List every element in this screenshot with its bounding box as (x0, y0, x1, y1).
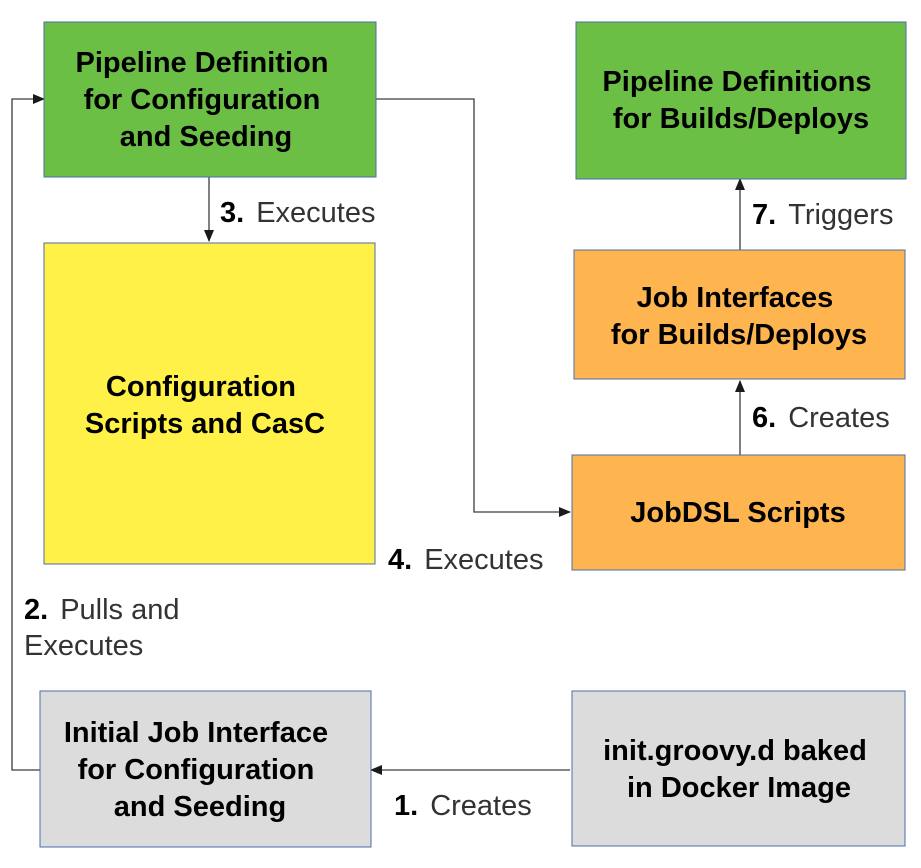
edge-label-6: 6. Creates (752, 402, 890, 434)
edge-label-2-num: 2. (24, 594, 48, 626)
node-initial-job: Initial Job Interface for Configuration … (39, 690, 372, 848)
edge-label-6-text: Creates (788, 402, 890, 434)
node-pipeline-builds-line-1: Pipeline Definitions (602, 66, 871, 98)
node-pipeline-builds-line-2: for Builds/Deploys (613, 103, 869, 135)
node-pipeline-seed-line-1: Pipeline Definition (75, 47, 328, 79)
edge-label-7-num: 7. (752, 199, 776, 231)
edge-executes-jobdsl (376, 98, 571, 517)
node-job-interfaces-line-1: Job Interfaces (637, 282, 834, 314)
edge-label-6-num: 6. (752, 402, 776, 434)
edge-label-4-num: 4. (388, 544, 412, 576)
node-config-scripts-line-2: Scripts and CasC (85, 408, 325, 440)
node-job-interfaces-line-2: for Builds/Deploys (611, 319, 867, 351)
node-pipeline-seed-line-2: for Configuration (84, 84, 321, 116)
svg-text:Initial Job Interface fo: Initial Job Interface for Configuration … (64, 717, 336, 823)
node-pipeline-seed-box (43, 21, 377, 178)
svg-text:Job Interfaces for Build: Job Interfaces for Builds/Deploys (611, 282, 867, 351)
svg-text:Configuration Scripts an: Configuration Scripts and CasC (85, 371, 325, 440)
edge-label-2: 2. Pulls and (24, 594, 180, 626)
svg-text:init.groovy.d baked in D: init.groovy.d baked in Docker Image (603, 735, 875, 804)
node-pipeline-seed-line-3: and Seeding (120, 121, 292, 153)
edge-label-1-num: 1. (394, 790, 418, 822)
node-pipeline-builds-box (575, 21, 907, 180)
edge-label-7-text: Triggers (788, 199, 893, 231)
node-init-groovy-line-2: in Docker Image (627, 772, 851, 804)
node-job-interfaces-box (573, 249, 906, 380)
edge-label-1: 1. Creates (394, 790, 532, 822)
node-initial-job-line-3: and Seeding (114, 791, 286, 823)
node-initial-job-box (39, 690, 372, 848)
edge-label-1-text: Creates (430, 790, 532, 822)
svg-text:Pipeline Definition for: Pipeline Definition for Configuration an… (75, 47, 336, 153)
node-initial-job-line-1: Initial Job Interface (64, 717, 328, 749)
node-pipeline-builds: Pipeline Definitions for Builds/Deploys (575, 21, 907, 180)
node-jobdsl-line-1: JobDSL Scripts (630, 497, 845, 529)
node-jobdsl-box (571, 454, 906, 571)
node-initial-job-line-2: for Configuration (78, 754, 315, 786)
edge-label-4: 4. Executes (388, 544, 543, 576)
edge-label-3: 3. Executes (220, 197, 375, 229)
svg-text:JobDSL Scripts: JobDSL Scripts (630, 497, 845, 529)
node-init-groovy: init.groovy.d baked in Docker Image (571, 690, 906, 847)
node-jobdsl: JobDSL Scripts (571, 454, 906, 571)
edge-label-4-text: Executes (424, 544, 543, 576)
node-config-scripts-line-1: Configuration (106, 371, 296, 403)
edge-label-3-text: Executes (256, 197, 375, 229)
edge-label-2-line-2: Executes (24, 630, 143, 662)
edge-label-7: 7. Triggers (752, 199, 893, 231)
node-init-groovy-line-1: init.groovy.d baked (603, 735, 867, 767)
node-pipeline-seed: Pipeline Definition for Configuration an… (43, 21, 377, 178)
edge-label-2-text: Pulls and (60, 594, 179, 626)
edge-label-3-num: 3. (220, 197, 244, 229)
edge-pulls-and-executes (11, 94, 45, 771)
node-config-scripts-box (43, 242, 376, 565)
node-job-interfaces: Job Interfaces for Builds/Deploys (573, 249, 906, 380)
node-config-scripts: Configuration Scripts and CasC (43, 242, 376, 565)
svg-text:Pipeline Definitions for: Pipeline Definitions for Builds/Deploys (602, 66, 879, 135)
node-init-groovy-box (571, 690, 906, 847)
